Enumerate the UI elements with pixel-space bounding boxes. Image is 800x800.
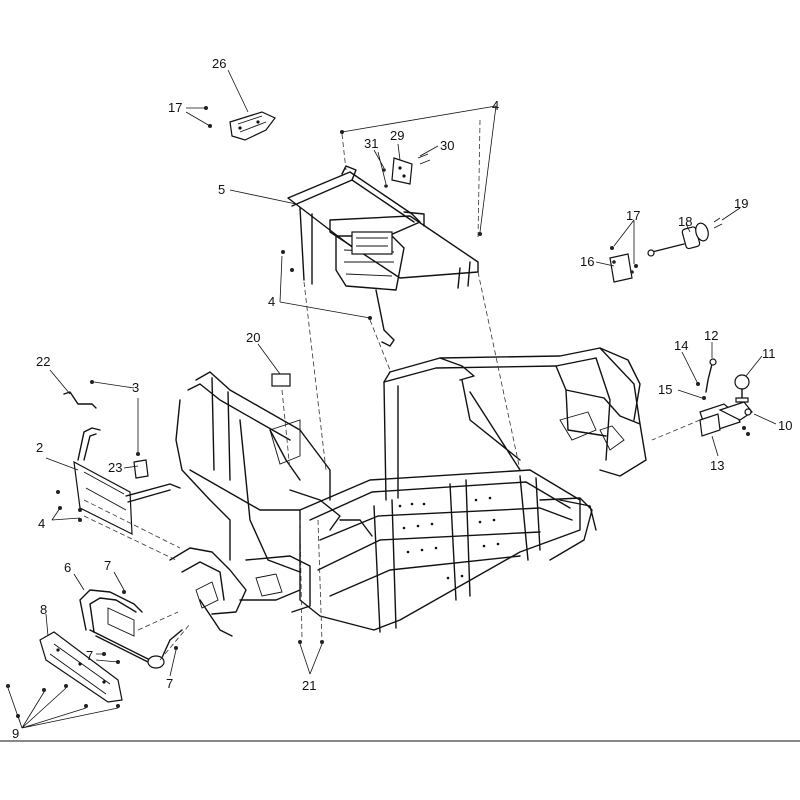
- callout-17-top: 17: [168, 100, 182, 115]
- part-26-bracket: [229, 111, 276, 141]
- part-2-front-bracket: [73, 427, 181, 535]
- assembly-guide-lines: [83, 119, 701, 661]
- part-6-front-bumper: [79, 589, 183, 669]
- callout-16: 16: [580, 254, 594, 269]
- callout-23: 23: [108, 460, 122, 475]
- callout-2: 2: [36, 440, 43, 455]
- callout-4-mid: 4: [268, 294, 275, 309]
- part-19-fasteners: [713, 217, 723, 229]
- part-8-skid-plate: [39, 631, 123, 703]
- part-18-knob-assembly: [647, 222, 709, 257]
- part-20-bracket: [271, 373, 291, 387]
- callout-4-left: 4: [38, 516, 45, 531]
- callout-7-top: 7: [104, 558, 111, 573]
- callout-12: 12: [704, 328, 718, 343]
- hardware-bolts: [6, 130, 638, 718]
- callout-labels: 26 17 4 31 29 30 5 17 18 19 16 4 20 22 3…: [12, 56, 792, 741]
- callout-22: 22: [36, 354, 50, 369]
- callout-7-mid: 7: [86, 648, 93, 663]
- part-23-clip: [133, 459, 149, 479]
- part-16-bracket: [609, 253, 634, 283]
- callout-30: 30: [440, 138, 454, 153]
- part-13-hitch-tube: [699, 413, 721, 437]
- part-12-hitch-pin: [705, 358, 717, 393]
- callout-20: 20: [246, 330, 260, 345]
- callout-7-bottom: 7: [166, 676, 173, 691]
- part-5-seat-frame: [287, 165, 479, 347]
- callout-8: 8: [40, 602, 47, 617]
- callout-9: 9: [12, 726, 19, 741]
- callout-31: 31: [364, 136, 378, 151]
- callout-14: 14: [674, 338, 688, 353]
- callout-6: 6: [64, 560, 71, 575]
- callout-5: 5: [218, 182, 225, 197]
- callout-18: 18: [678, 214, 692, 229]
- part-22-clip: [63, 391, 97, 409]
- part-29-plate: [391, 157, 413, 185]
- callout-4-top: 4: [492, 98, 499, 113]
- callout-13: 13: [710, 458, 724, 473]
- callout-29: 29: [390, 128, 404, 143]
- callout-26: 26: [212, 56, 226, 71]
- callout-21: 21: [302, 678, 316, 693]
- leader-lines: [7, 69, 777, 729]
- callout-10: 10: [778, 418, 792, 433]
- callout-17-right: 17: [626, 208, 640, 223]
- callout-11: 11: [762, 346, 776, 361]
- callout-3: 3: [132, 380, 139, 395]
- callout-15: 15: [658, 382, 672, 397]
- callout-19: 19: [734, 196, 748, 211]
- part-11-hitch-ball: [734, 374, 750, 403]
- main-chassis-frame: [169, 347, 647, 637]
